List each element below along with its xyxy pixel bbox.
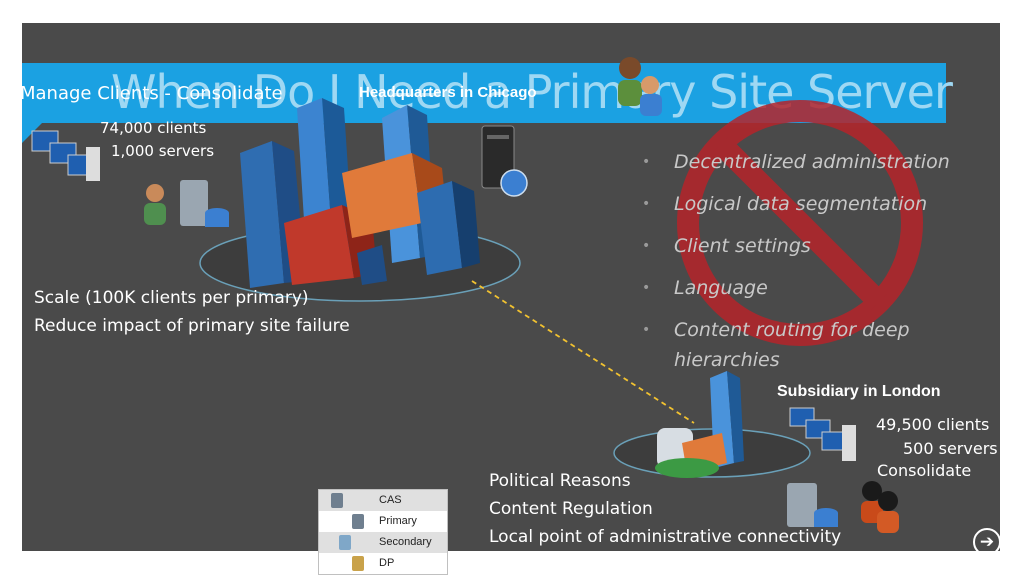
server-icon — [352, 514, 364, 529]
hq-reason-scale: Scale (100K clients per primary) — [34, 288, 309, 308]
london-reason-political: Political Reasons — [489, 471, 631, 491]
list-item: •Decentralized administration — [642, 151, 950, 173]
admin-users-icon — [618, 57, 662, 116]
server-icon — [339, 535, 351, 550]
legend-row-secondary: Secondary — [319, 532, 447, 553]
hq-reason-failure: Reduce impact of primary site failure — [34, 316, 350, 336]
manage-clients-label: Manage Clients - Consolidate — [22, 83, 283, 104]
london-consolidate: Consolidate — [877, 461, 972, 480]
london-servers: 500 servers — [903, 439, 998, 458]
legend-row-cas: CAS — [319, 490, 447, 511]
server-icon — [481, 125, 528, 197]
computer-cluster-icon — [789, 407, 856, 461]
legend-row-primary: Primary — [319, 511, 447, 532]
reasons-list: •Decentralized administration •Logical d… — [642, 147, 1000, 371]
server-icon — [787, 483, 838, 527]
illustration — [31, 57, 923, 533]
london-heading: Subsidiary in London — [777, 383, 941, 400]
hq-heading: Headquarters in Chicago — [359, 84, 537, 101]
london-reason-connectivity: Local point of administrative connectivi… — [489, 527, 842, 547]
server-icon — [352, 556, 364, 571]
server-icon — [331, 493, 343, 508]
city-buildings-icon — [655, 371, 744, 478]
slide: When Do I Need a Primary Site Server — [22, 23, 1000, 551]
computer-cluster-icon — [31, 130, 100, 181]
list-item: •Client settings — [642, 235, 811, 257]
admin-users-icon — [861, 481, 899, 533]
admin-users-icon — [144, 180, 229, 227]
list-item: •Content routing for deep hierarchies — [642, 319, 910, 371]
hq-clients: 74,000 clients — [100, 119, 207, 137]
arrow-right-circle-icon[interactable]: ➔ — [973, 528, 1000, 551]
no-sign-icon — [677, 100, 923, 346]
london-clients: 49,500 clients — [876, 415, 990, 434]
list-item: •Language — [642, 277, 768, 299]
list-item: •Logical data segmentation — [642, 193, 928, 215]
connection-line — [471, 280, 695, 424]
hq-servers: 1,000 servers — [111, 142, 215, 160]
site-legend: CAS Primary Secondary DP — [318, 489, 448, 575]
london-reason-content: Content Regulation — [489, 499, 653, 519]
legend-row-dp: DP — [319, 553, 447, 574]
city-buildings-icon — [240, 98, 480, 288]
